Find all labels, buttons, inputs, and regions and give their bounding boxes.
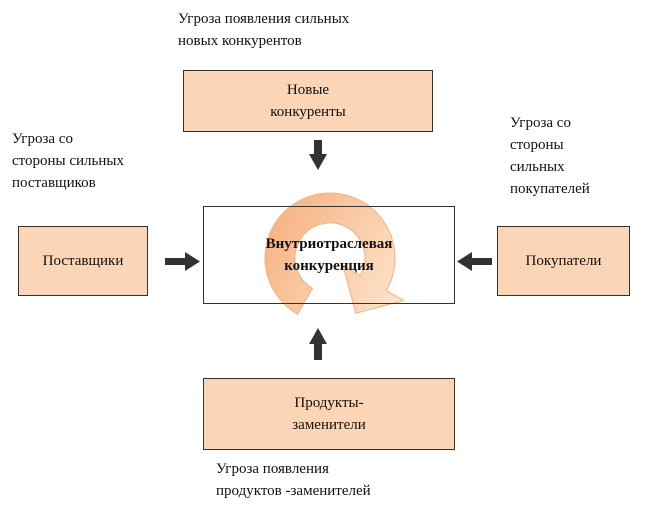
new-entrants-box: Новые конкуренты bbox=[183, 70, 433, 132]
suppliers-box: Поставщики bbox=[18, 226, 148, 296]
new-entrants-threat-caption: Угроза появления сильных новых конкурент… bbox=[178, 11, 350, 49]
buyers-box: Покупатели bbox=[497, 226, 630, 296]
up-arrow-icon bbox=[309, 328, 327, 360]
internal-competition-box bbox=[203, 206, 455, 304]
substitutes-box: Продукты- заменители bbox=[203, 378, 455, 450]
suppliers-threat-caption: Угроза со стороны сильных поставщиков bbox=[12, 131, 124, 191]
right-arrow-icon bbox=[165, 252, 200, 271]
internal-competition-label: Внутриотраслевая конкуренция bbox=[265, 236, 393, 274]
buyers-threat-caption: Угроза со стороны сильных покупателей bbox=[510, 115, 590, 197]
left-arrow-icon bbox=[457, 252, 492, 271]
substitutes-threat-caption: Угроза появления продуктов -заменителей bbox=[216, 461, 371, 499]
down-arrow-icon bbox=[309, 140, 327, 170]
